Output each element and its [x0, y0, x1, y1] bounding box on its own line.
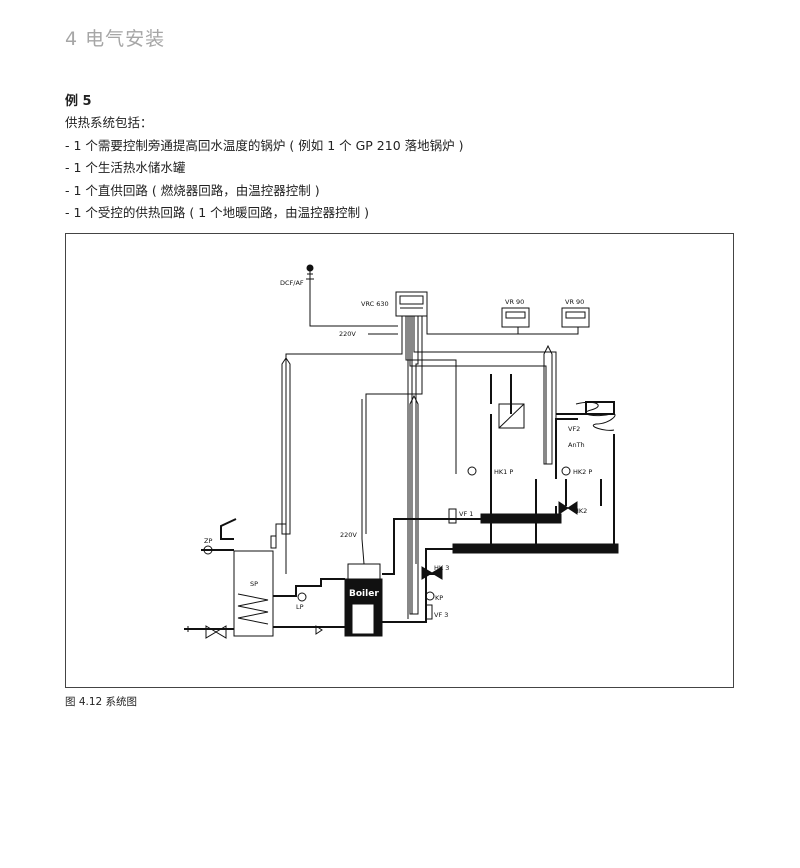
- example-title: 例 5: [65, 94, 92, 109]
- list-item: - 1 个生活热水储水罐: [65, 160, 186, 175]
- figure-caption: 图 4.12 系统图: [65, 696, 138, 708]
- kp-label: KP: [435, 594, 443, 602]
- boiler-label: Boiler: [349, 589, 379, 599]
- vf2-label: VF2: [568, 425, 580, 433]
- boiler-unit-icon: [344, 563, 383, 637]
- zp-label: ZP: [204, 537, 212, 545]
- dcf-sensor-icon: [306, 264, 398, 327]
- voltage-label-top: 220V: [339, 330, 356, 338]
- heat-exchanger-icon: [498, 403, 525, 429]
- hk3-label: HK 3: [434, 564, 449, 572]
- hk1-pump-icon: [467, 466, 477, 476]
- lp-label: LP: [296, 603, 304, 611]
- dcf-af-label: DCF/AF: [280, 279, 304, 287]
- intro-line: 供热系统包括：: [65, 115, 153, 130]
- diagram-frame: DCF/AF VRC 630 VR 90 VR 90 220V 220V ZP …: [65, 233, 734, 688]
- hk2-label: HK2: [574, 507, 587, 515]
- system-diagram: DCF/AF VRC 630 VR 90 VR 90 220V 220V ZP …: [184, 264, 619, 639]
- vrc-630-label: VRC 630: [361, 300, 389, 308]
- chapter-title: 4 电气安装: [65, 28, 166, 50]
- sp-label: SP: [250, 580, 258, 588]
- vf1-label: VF 1: [459, 510, 473, 518]
- list-item: - 1 个直供回路 ( 燃烧器回路，由温控器控制 ): [65, 182, 320, 198]
- vrc-630-controller-icon: [395, 291, 428, 317]
- hk1-p-label: HK1 P: [494, 468, 513, 476]
- hk2-pump-icon: [561, 466, 571, 476]
- list-item: - 1 个受控的供热回路 ( 1 个地暖回路，由温控器控制 ): [65, 205, 370, 220]
- vf3-label: VF 3: [434, 611, 448, 619]
- lp-pump-icon: [297, 592, 307, 602]
- underfloor-coil-icon: [575, 401, 616, 431]
- vr90-label-right: VR 90: [565, 298, 584, 306]
- kp-pump-icon: [425, 591, 435, 601]
- zp-pump-icon: [203, 545, 213, 555]
- voltage-label-boiler: 220V: [340, 531, 357, 539]
- vr90-remote-icon: [561, 307, 590, 328]
- anth-label: AnTh: [568, 441, 585, 449]
- storage-tank-icon: [233, 550, 274, 637]
- system-description: 供热系统包括： - 1 个需要控制旁通提高回水温度的锅炉 ( 例如 1 个 GP…: [65, 112, 464, 225]
- list-item: - 1 个需要控制旁通提高回水温度的锅炉 ( 例如 1 个 GP 210 落地锅…: [65, 137, 464, 153]
- vr90-remote-icon: [501, 307, 530, 328]
- hk2-p-label: HK2 P: [573, 468, 592, 476]
- vr90-label-left: VR 90: [505, 298, 524, 306]
